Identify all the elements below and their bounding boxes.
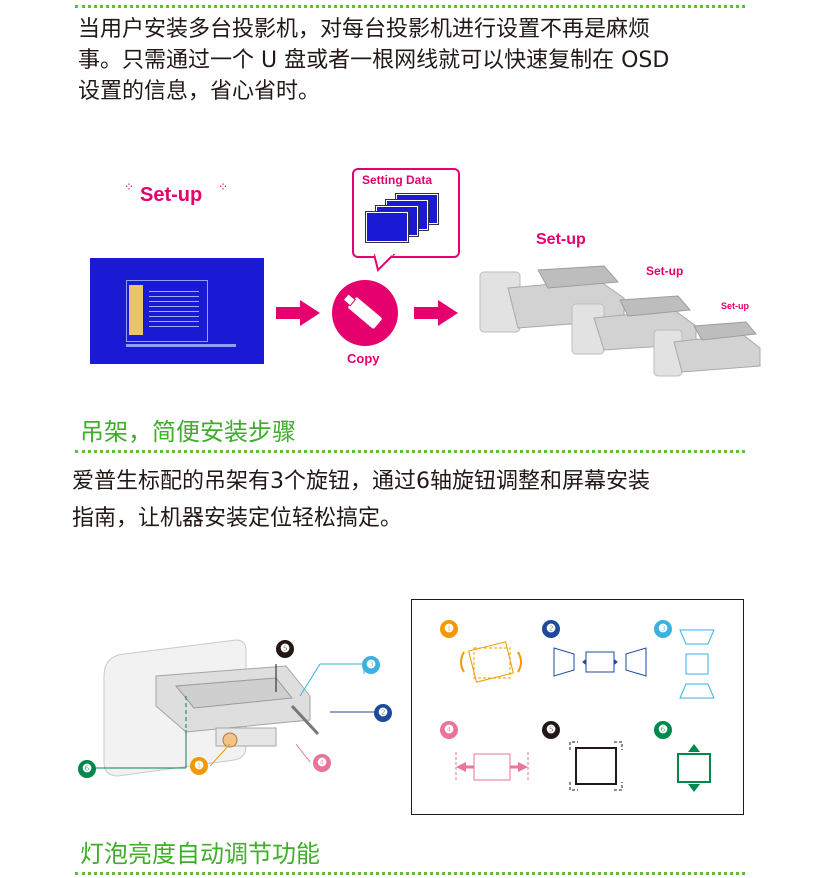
sparkle-right-icon: ⁘ bbox=[218, 180, 229, 194]
bracket-illustration bbox=[96, 636, 396, 790]
sparkle-left-icon: ⁘ bbox=[124, 180, 135, 194]
knob-4-badge: ❹ bbox=[313, 754, 331, 772]
setup-label: Set-up bbox=[140, 184, 203, 206]
legend-badge-1: ❶ bbox=[440, 620, 458, 638]
knob-1-badge: ❶ bbox=[190, 757, 208, 775]
legend-badge-5: ❺ bbox=[542, 721, 560, 739]
horizontal-shift-icon bbox=[452, 750, 532, 788]
legend-badge-2: ❷ bbox=[542, 620, 560, 638]
section2-heading: 吊架，简便安装步骤 bbox=[80, 418, 296, 446]
bubble-tail bbox=[372, 252, 397, 276]
osd-screen bbox=[90, 258, 264, 364]
paragraph-line: 爱普生标配的吊架有3个旋钮，通过6轴旋钮调整和屏幕安装 bbox=[72, 469, 650, 494]
knob-5-badge: ❺ bbox=[276, 640, 294, 658]
copy-label: Copy bbox=[347, 351, 380, 366]
leader-lines bbox=[80, 640, 400, 794]
legend-badge-6: ❻ bbox=[654, 721, 672, 739]
setting-data-label: Setting Data bbox=[362, 173, 433, 187]
setting-data-bubble: Setting Data bbox=[352, 168, 460, 258]
section3-heading: 灯泡亮度自动调节功能 bbox=[80, 840, 320, 868]
data-card bbox=[366, 212, 408, 242]
paragraph-line: 当用户安装多台投影机，对每台投影机进行设置不再是麻烦 bbox=[78, 17, 651, 42]
knob-6-badge: ❻ bbox=[78, 760, 96, 778]
projector-3 bbox=[652, 316, 764, 384]
osd-bottom-bar bbox=[126, 344, 236, 347]
arrow-right-icon bbox=[414, 300, 458, 330]
projector-setup-label: Set-up bbox=[646, 264, 684, 278]
top-divider bbox=[75, 5, 745, 8]
projector-setup-label: Set-up bbox=[721, 301, 749, 311]
osd-menu-panel bbox=[126, 280, 208, 342]
arrow-right-icon bbox=[276, 300, 320, 330]
paragraph-line: 指南，让机器安装定位轻松搞定。 bbox=[72, 506, 403, 531]
knob-2-badge: ❷ bbox=[374, 704, 392, 722]
osd-menu-lines bbox=[149, 287, 199, 331]
zoom-corners-icon bbox=[568, 740, 624, 796]
adjustment-legend-box: ❶ ❷ ❸ ❹ ❺ ❻ bbox=[411, 599, 744, 815]
osd-menu-sidebar bbox=[129, 285, 143, 335]
keystone-horizontal-icon bbox=[552, 646, 650, 682]
section3-divider bbox=[75, 872, 745, 875]
projector-setup-label: Set-up bbox=[536, 231, 586, 248]
usb-copy-icon bbox=[332, 280, 398, 346]
paragraph-line: 设置的信息，省心省时。 bbox=[78, 79, 321, 104]
keystone-vertical-icon bbox=[678, 628, 718, 704]
section2-paragraph: 爱普生标配的吊架有3个旋钮，通过6轴旋钮调整和屏幕安装 指南，让机器安装定位轻松… bbox=[72, 463, 650, 537]
rotate-adjust-icon bbox=[456, 636, 526, 692]
section1-paragraph: 当用户安装多台投影机，对每台投影机进行设置不再是麻烦 事。只需通过一个 U 盘或… bbox=[78, 14, 669, 107]
vertical-shift-icon bbox=[674, 742, 714, 798]
section2-divider bbox=[75, 450, 745, 453]
paragraph-line: 事。只需通过一个 U 盘或者一根网线就可以快速复制在 OSD bbox=[78, 48, 670, 73]
legend-badge-3: ❸ bbox=[654, 620, 672, 638]
knob-3-badge: ❸ bbox=[362, 656, 380, 674]
legend-badge-4: ❹ bbox=[440, 721, 458, 739]
